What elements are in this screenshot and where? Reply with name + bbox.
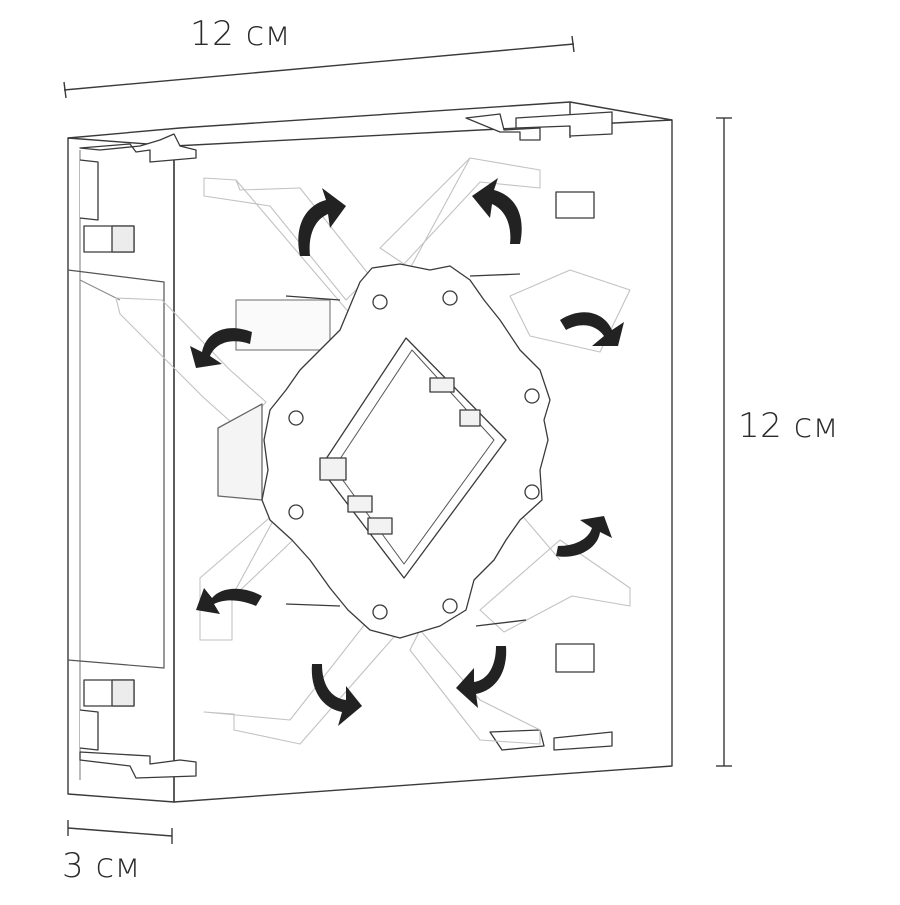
width-dimension-label: 12 см <box>190 14 291 54</box>
central-hub <box>217 263 551 639</box>
depth-dimension-label: 3 см <box>62 846 141 886</box>
rotation-arrow-icon <box>196 588 262 614</box>
panel-outline <box>67 101 673 803</box>
rotation-arrow-icon <box>560 312 624 346</box>
rotation-arrows <box>190 178 624 726</box>
rotation-arrow-icon <box>556 516 612 557</box>
rotation-arrow-icon <box>190 328 252 368</box>
height-dimension-line <box>716 117 732 767</box>
rotation-arrow-icon <box>472 178 522 244</box>
depth-dimension-line <box>67 820 173 844</box>
height-dimension-label: 12 см <box>738 406 839 446</box>
rotation-arrow-icon <box>298 188 346 256</box>
rotation-arrow-icon <box>456 646 507 708</box>
corner-clips <box>79 111 613 779</box>
rotation-arrow-icon <box>311 664 362 726</box>
width-dimension-line <box>63 35 575 99</box>
